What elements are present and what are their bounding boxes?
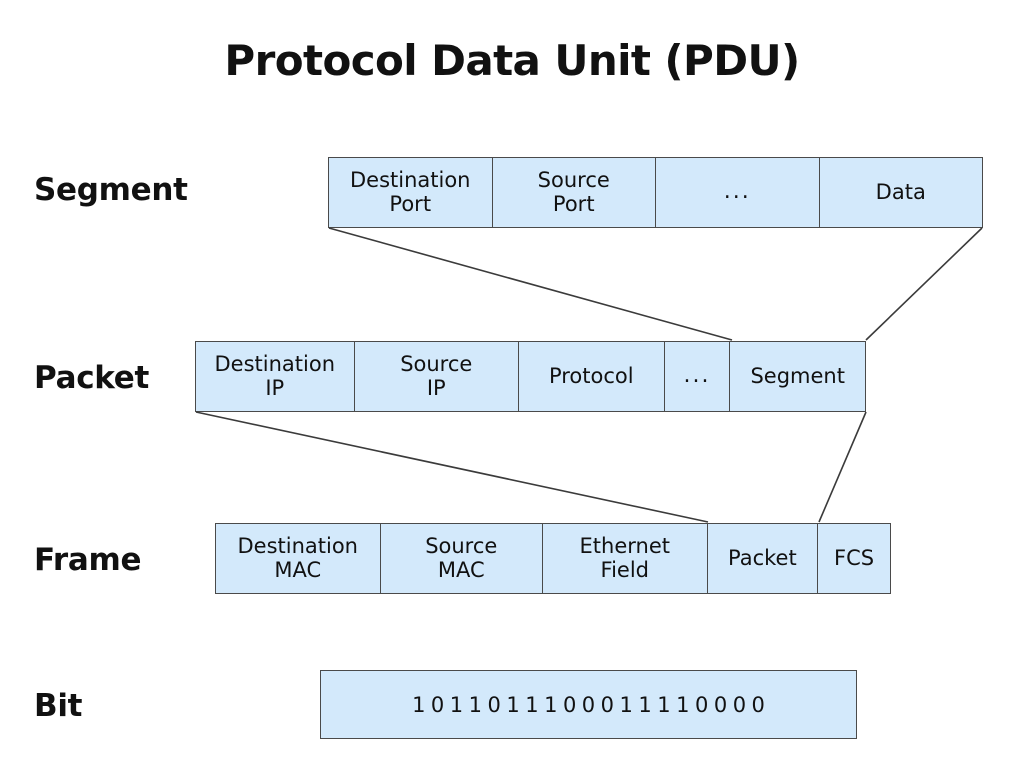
segment-cell-ellipsis[interactable]: ... xyxy=(656,158,820,227)
frame-cell-ethernet-field[interactable]: Ethernet Field xyxy=(543,524,708,593)
row-label-packet: Packet xyxy=(34,360,150,396)
frame-cell-destination-mac[interactable]: Destination MAC xyxy=(216,524,381,593)
connector-packet-left xyxy=(195,411,709,523)
row-label-frame: Frame xyxy=(34,542,142,578)
packet-row: Destination IP Source IP Protocol ... Se… xyxy=(195,341,866,412)
packet-cell-destination-ip[interactable]: Destination IP xyxy=(196,342,355,411)
segment-cell-source-port[interactable]: Source Port xyxy=(492,158,656,227)
packet-cell-ellipsis[interactable]: ... xyxy=(664,342,731,411)
bit-string: 1011011100011110000 xyxy=(412,692,771,717)
row-label-segment: Segment xyxy=(34,172,188,208)
connector-packet-right xyxy=(818,411,867,523)
packet-cell-source-ip[interactable]: Source IP xyxy=(354,342,520,411)
segment-cell-data[interactable]: Data xyxy=(819,158,982,227)
connector-segment-left xyxy=(328,227,733,341)
bit-row: 1011011100011110000 xyxy=(320,670,857,739)
frame-cell-source-mac[interactable]: Source MAC xyxy=(380,524,544,593)
page-title: Protocol Data Unit (PDU) xyxy=(224,36,800,85)
segment-row: Destination Port Source Port ... Data xyxy=(328,157,983,228)
frame-cell-packet[interactable]: Packet xyxy=(707,524,819,593)
segment-cell-destination-port[interactable]: Destination Port xyxy=(329,158,493,227)
frame-cell-fcs[interactable]: FCS xyxy=(818,524,890,593)
packet-cell-protocol[interactable]: Protocol xyxy=(519,342,665,411)
connector-segment-right xyxy=(865,227,983,341)
row-label-bit: Bit xyxy=(34,688,83,724)
packet-cell-segment[interactable]: Segment xyxy=(730,342,865,411)
frame-row: Destination MAC Source MAC Ethernet Fiel… xyxy=(215,523,891,594)
